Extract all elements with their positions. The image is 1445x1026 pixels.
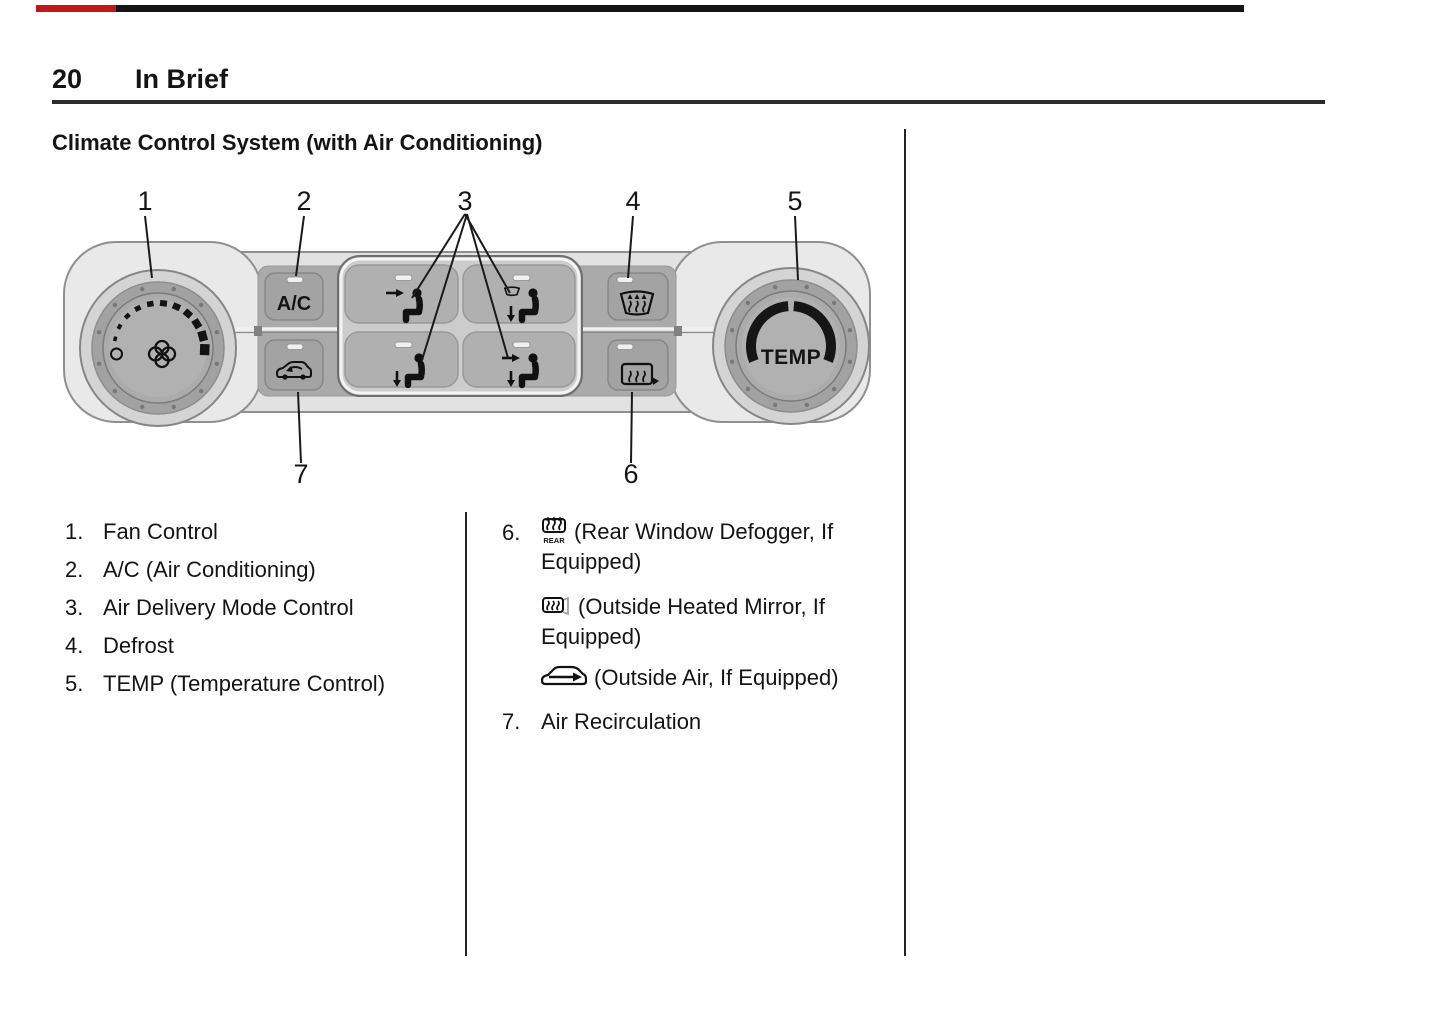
legend-item-air-delivery: 3. Air Delivery Mode Control xyxy=(65,595,354,621)
legend-number: 4. xyxy=(65,633,84,658)
legend-entry-rear-defogger: REAR (Rear Window Defogger, If Equipped) xyxy=(541,516,871,577)
callout-3: 3 xyxy=(457,186,472,216)
mode-button-floor xyxy=(344,331,459,389)
bilevel-indicator-dash xyxy=(512,341,531,348)
legend-label: Defrost xyxy=(103,633,174,658)
rear-defog-icon xyxy=(620,362,659,386)
mode-button-defog-blend xyxy=(462,264,576,324)
header-rule xyxy=(52,100,1325,104)
legend-number: 5. xyxy=(65,671,84,696)
climate-control-diagram: A/C xyxy=(63,186,871,488)
legend-entry-outside-air: (Outside Air, If Equipped) xyxy=(541,663,871,693)
callout-2: 2 xyxy=(296,186,311,216)
legend-label: Air Delivery Mode Control xyxy=(103,595,354,620)
mode-button-vent xyxy=(344,264,459,324)
legend-number: 2. xyxy=(65,557,84,582)
legend-label: TEMP (Temperature Control) xyxy=(103,671,386,696)
legend-label: A/C (Air Conditioning) xyxy=(103,557,316,582)
ac-button: A/C xyxy=(264,272,324,321)
top-progress-indicator xyxy=(36,5,116,12)
rear-defog-button xyxy=(607,339,669,391)
legend-entry-heated-mirror: (Outside Heated Mirror, If Equipped) xyxy=(541,592,871,652)
outside-heated-mirror-icon xyxy=(542,596,569,616)
defrost-icon xyxy=(619,290,655,316)
legend-label-air-recirculation: Air Recirculation xyxy=(541,709,702,734)
callout-leader-lines xyxy=(144,213,799,464)
defrost-button xyxy=(607,272,669,321)
top-progress-bar xyxy=(36,5,1244,12)
legend-label: Fan Control xyxy=(103,519,218,544)
temp-knob-label: TEMP xyxy=(761,346,821,369)
legend-entry-text: (Outside Air, If Equipped) xyxy=(594,665,839,690)
legend-entry-text: (Rear Window Defogger, If Equipped) xyxy=(541,519,834,574)
fan-off-marker xyxy=(110,347,123,361)
legend-number-6: 6. xyxy=(502,520,521,545)
legend-number-7: 7. xyxy=(502,709,521,734)
column-divider-middle xyxy=(465,512,467,956)
legend-number: 1. xyxy=(65,519,84,544)
ac-indicator-dash xyxy=(286,276,304,283)
legend-number: 3. xyxy=(65,595,84,620)
legend-item-fan-control: 1. Fan Control xyxy=(65,519,218,545)
callout-1: 1 xyxy=(137,186,152,216)
defog-blend-indicator-dash xyxy=(512,274,531,281)
mode-button-bilevel xyxy=(462,331,576,389)
defrost-indicator-dash xyxy=(616,276,634,283)
fan-icon xyxy=(147,339,177,369)
temp-arc-left xyxy=(745,301,789,363)
page-number: 20 xyxy=(52,64,83,94)
ac-button-label: A/C xyxy=(277,293,311,315)
recirculation-button xyxy=(264,339,324,391)
temperature-knob: TEMP xyxy=(713,268,869,424)
legend-item-defrost: 4. Defrost xyxy=(65,633,174,659)
callout-7: 7 xyxy=(293,459,308,488)
article-heading: Climate Control System (with Air Conditi… xyxy=(52,130,543,155)
recirculation-indicator-dash xyxy=(286,343,304,350)
temp-arc-right xyxy=(793,301,837,363)
rear-window-defogger-icon: REAR xyxy=(542,516,566,544)
rear-icon-label: REAR xyxy=(543,536,565,544)
legend-item-temp: 5. TEMP (Temperature Control) xyxy=(65,671,385,697)
outside-air-icon xyxy=(541,665,587,686)
recirculation-icon xyxy=(276,361,312,380)
floor-indicator-dash xyxy=(394,341,413,348)
legend-item-ac: 2. A/C (Air Conditioning) xyxy=(65,557,316,583)
legend-entry-text: (Outside Heated Mirror, If Equipped) xyxy=(541,594,825,649)
vent-indicator-dash xyxy=(394,274,413,281)
callout-4: 4 xyxy=(625,186,640,216)
section-title: In Brief xyxy=(135,64,229,94)
callout-6: 6 xyxy=(623,459,638,488)
fan-control-knob xyxy=(80,270,236,426)
rear-defog-indicator-dash xyxy=(616,343,634,350)
column-divider-right xyxy=(904,129,906,956)
fan-speed-dashes xyxy=(113,299,210,356)
callout-5: 5 xyxy=(787,186,802,216)
